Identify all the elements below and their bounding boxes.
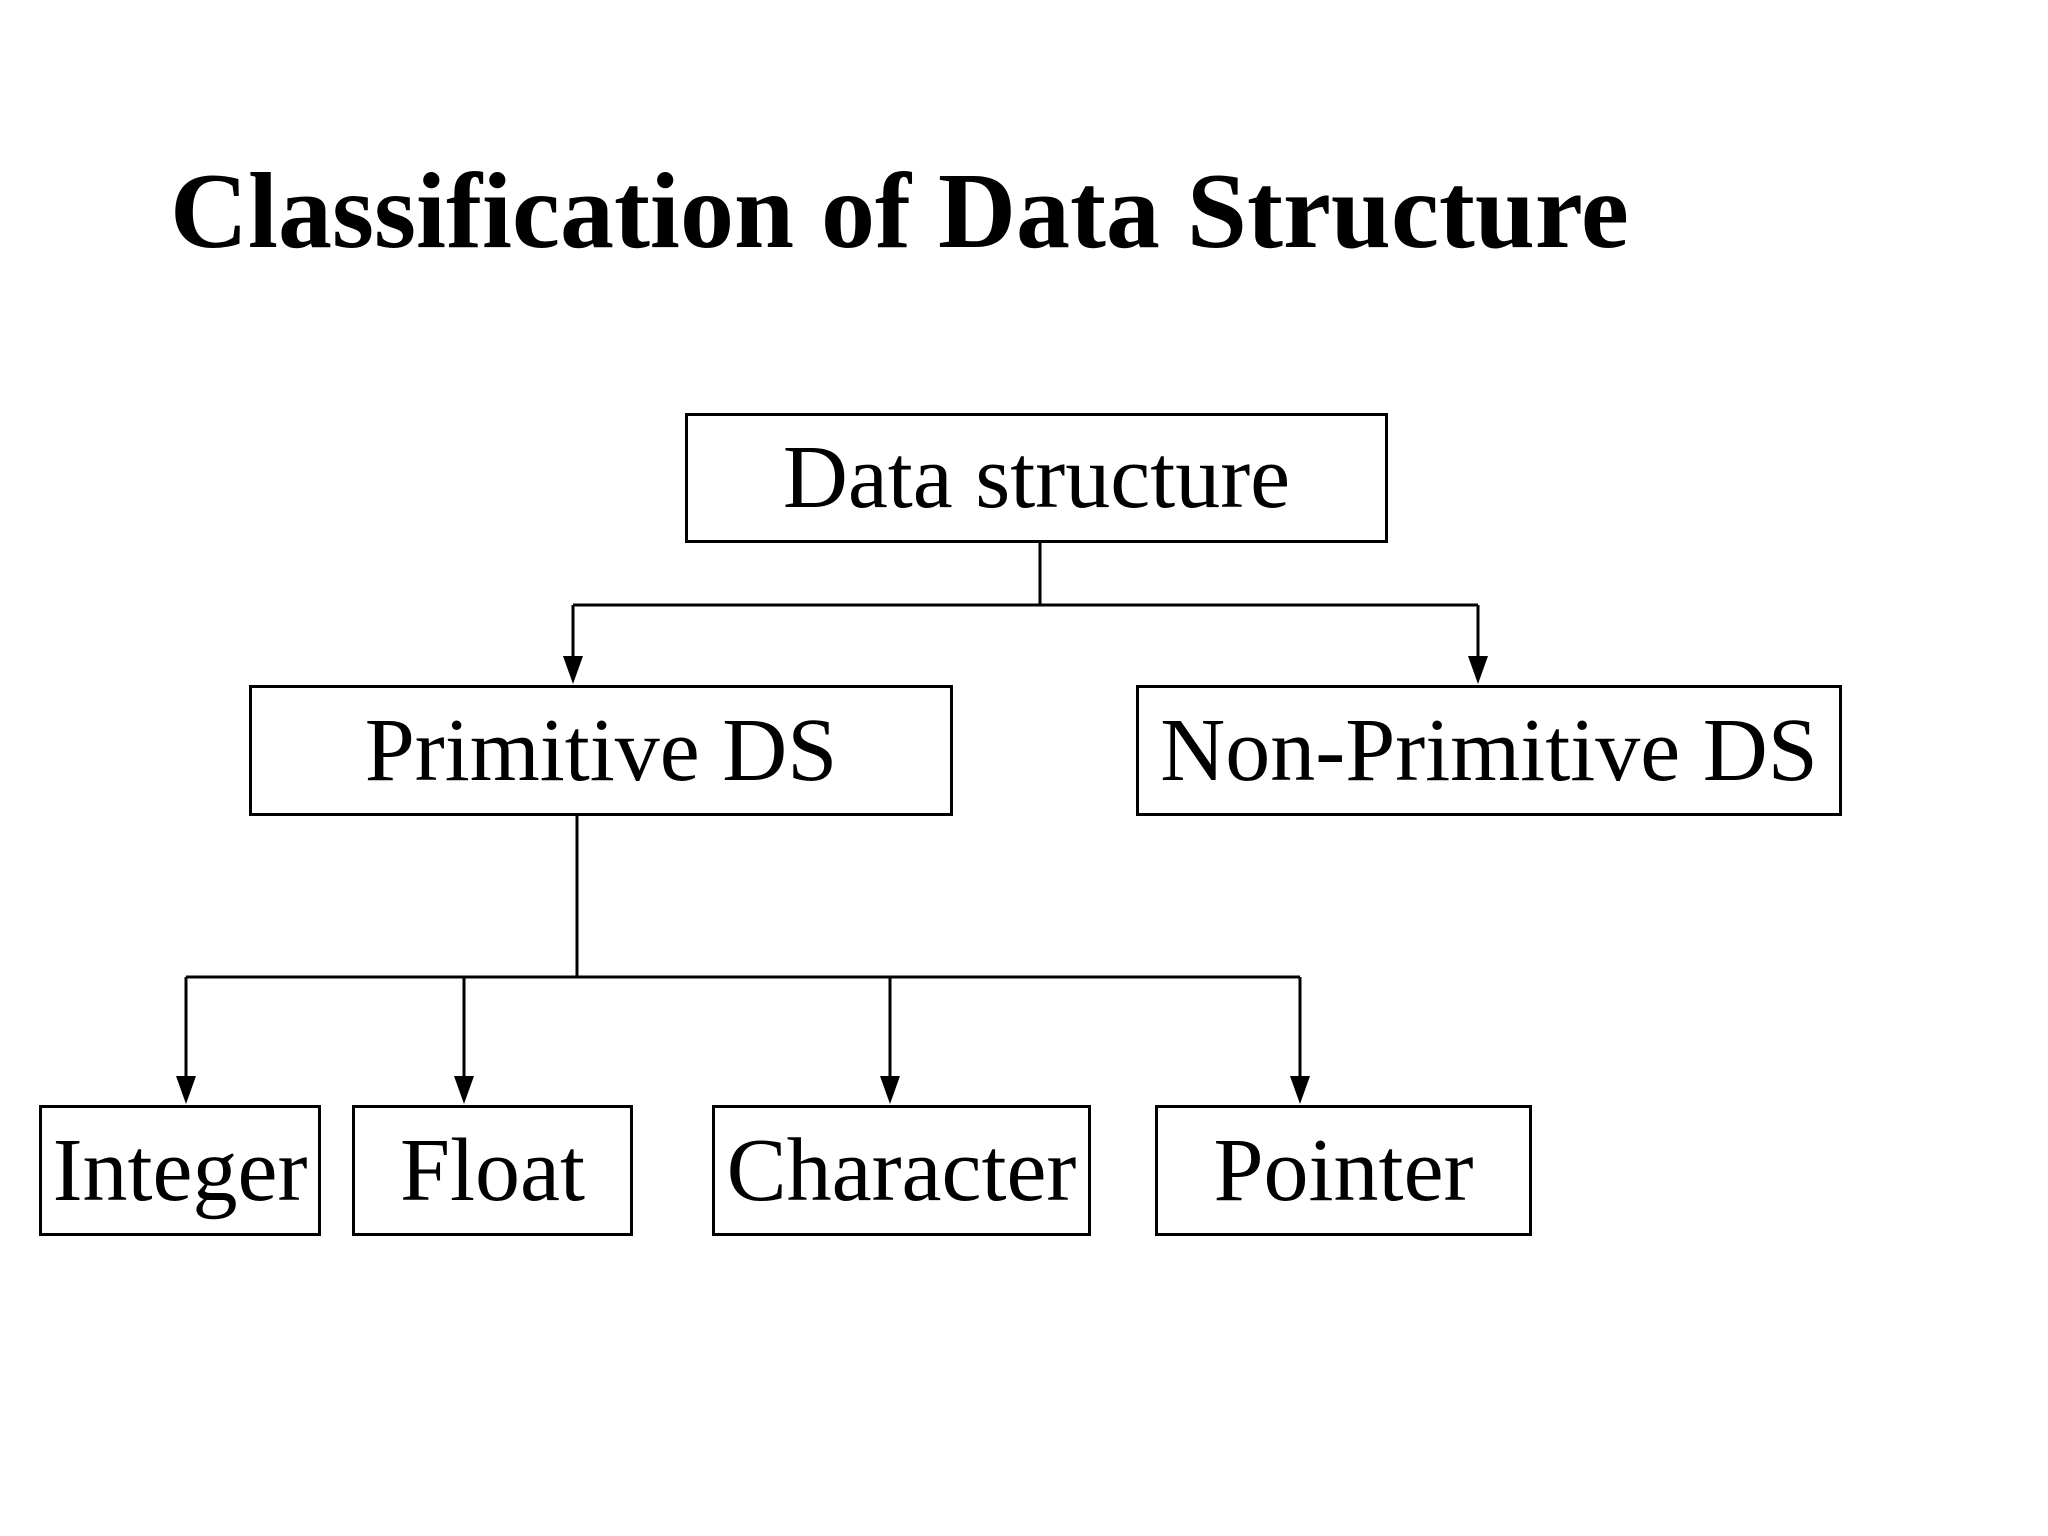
arrowhead-primitive	[563, 656, 583, 684]
node-integer-label: Integer	[52, 1120, 308, 1220]
node-character: Character	[712, 1105, 1091, 1236]
arrowhead-pointer	[1290, 1076, 1310, 1104]
arrowhead-integer	[176, 1076, 196, 1104]
arrowhead-float	[454, 1076, 474, 1104]
node-float: Float	[352, 1105, 633, 1236]
node-pointer: Pointer	[1155, 1105, 1532, 1236]
arrowhead-non-primitive	[1468, 656, 1488, 684]
connector-primitive-to-level3	[176, 816, 1310, 1104]
arrowhead-character	[880, 1076, 900, 1104]
slide-title: Classification of Data Structure	[170, 152, 1629, 271]
node-float-label: Float	[399, 1120, 585, 1220]
node-pointer-label: Pointer	[1213, 1120, 1474, 1220]
node-character-label: Character	[726, 1120, 1077, 1220]
node-primitive-ds-label: Primitive DS	[364, 700, 838, 800]
node-non-primitive-ds: Non-Primitive DS	[1136, 685, 1842, 816]
node-data-structure-label: Data structure	[782, 428, 1291, 527]
node-non-primitive-ds-label: Non-Primitive DS	[1160, 700, 1818, 800]
node-data-structure: Data structure	[685, 413, 1388, 543]
connector-root-to-level2	[563, 543, 1488, 684]
node-primitive-ds: Primitive DS	[249, 685, 953, 816]
node-integer: Integer	[39, 1105, 321, 1236]
